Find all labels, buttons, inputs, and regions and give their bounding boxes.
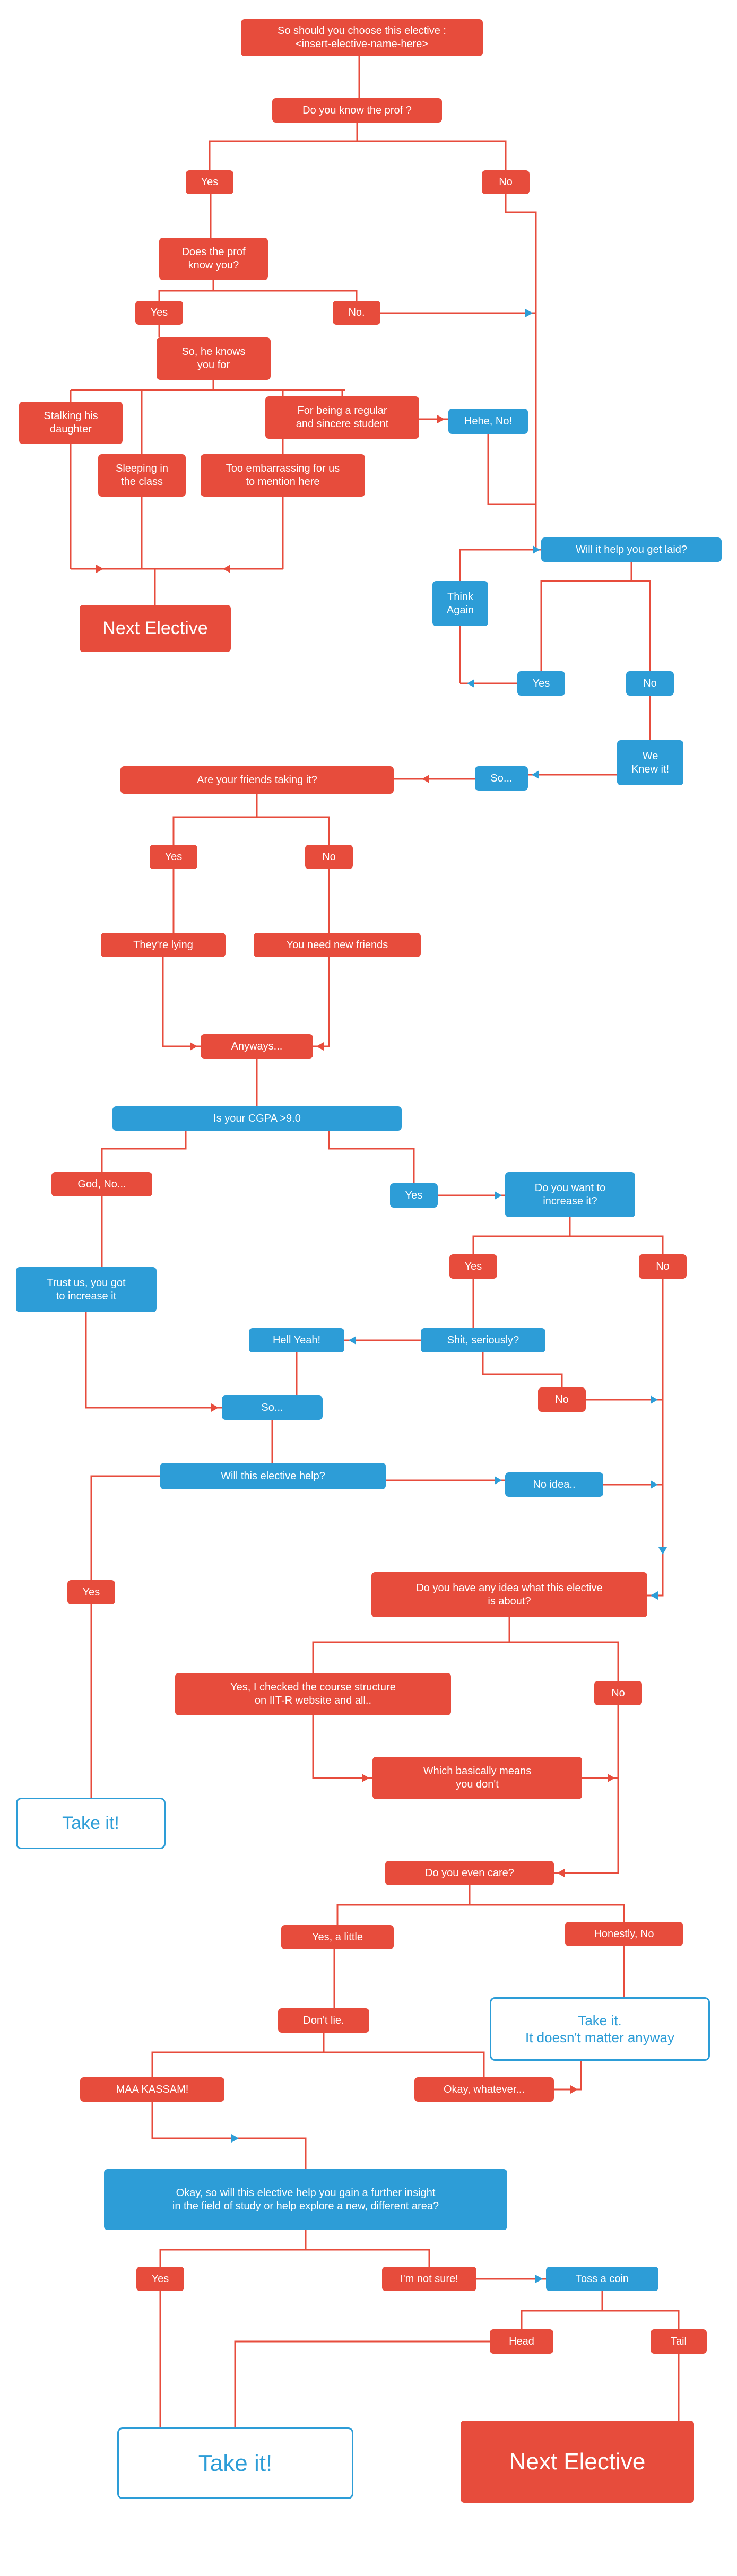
node-friends-yes: Yes bbox=[150, 845, 197, 869]
node-shit-no: No bbox=[538, 1387, 586, 1412]
node-know-prof: Do you know the prof ? bbox=[272, 98, 442, 123]
node-no-know: No bbox=[482, 170, 530, 194]
node-so-knew: So... bbox=[475, 766, 528, 791]
node-yes-know: Yes bbox=[186, 170, 233, 194]
node-increase: Do you want to increase it? bbox=[505, 1172, 635, 1217]
node-anyways: Anyways... bbox=[201, 1034, 313, 1059]
node-whatever: Okay, whatever... bbox=[414, 2077, 554, 2102]
node-cgpa: Is your CGPA >9.0 bbox=[112, 1106, 402, 1131]
node-little: Yes, a little bbox=[281, 1925, 394, 1949]
node-no-laid: No bbox=[626, 671, 674, 696]
node-take-it-2: Take it. It doesn't matter anyway bbox=[490, 1997, 710, 2061]
node-any-idea: Do you have any idea what this elective … bbox=[371, 1572, 647, 1617]
node-take-it-big: Take it! bbox=[117, 2427, 353, 2499]
node-maa-kassam: MAA KASSAM! bbox=[80, 2077, 224, 2102]
node-embarrassing: Too embarrassing for us to mention here bbox=[201, 454, 365, 497]
node-friends-no: No bbox=[305, 845, 353, 869]
node-lying: They're lying bbox=[101, 933, 226, 957]
node-cgpa-yes: Yes bbox=[390, 1183, 438, 1208]
node-trust-us: Trust us, you got to increase it bbox=[16, 1267, 157, 1312]
node-think-again: Think Again bbox=[432, 581, 488, 626]
node-care: Do you even care? bbox=[385, 1861, 554, 1885]
node-no-prof-knows: No. bbox=[333, 301, 380, 325]
node-next-elective-2: Next Elective bbox=[461, 2421, 694, 2503]
node-head: Head bbox=[490, 2329, 553, 2354]
node-inc-yes: Yes bbox=[449, 1254, 497, 1279]
node-hehe-no: Hehe, No! bbox=[448, 409, 528, 434]
node-new-friends: You need new friends bbox=[254, 933, 421, 957]
node-regular: For being a regular and sincere student bbox=[265, 396, 419, 439]
node-inc-no: No bbox=[639, 1254, 687, 1279]
node-start: So should you choose this elective : <in… bbox=[241, 19, 483, 56]
node-hell-yeah: Hell Yeah! bbox=[249, 1328, 344, 1352]
node-not-sure: I'm not sure! bbox=[382, 2267, 476, 2291]
node-god-no: God, No... bbox=[51, 1172, 152, 1196]
node-shit-seriously: Shit, seriously? bbox=[421, 1328, 545, 1352]
node-next-elective-1: Next Elective bbox=[80, 605, 231, 652]
node-checked: Yes, I checked the course structure on I… bbox=[175, 1673, 451, 1715]
node-prof-know-you: Does the prof know you? bbox=[159, 238, 268, 280]
node-basically: Which basically means you don't bbox=[372, 1757, 582, 1799]
node-we-knew: We Knew it! bbox=[617, 740, 683, 785]
node-friends: Are your friends taking it? bbox=[120, 766, 394, 794]
node-knows-you-for: So, he knows you for bbox=[157, 337, 271, 380]
node-sleeping: Sleeping in the class bbox=[98, 454, 186, 497]
node-honestly: Honestly, No bbox=[565, 1922, 683, 1946]
node-any-idea-no: No bbox=[594, 1681, 642, 1705]
node-so-2: So... bbox=[222, 1395, 323, 1420]
node-yes-laid: Yes bbox=[517, 671, 565, 696]
node-dont-lie: Don't lie. bbox=[278, 2008, 369, 2033]
node-laid: Will it help you get laid? bbox=[541, 537, 722, 562]
node-stalking: Stalking his daughter bbox=[19, 402, 123, 444]
node-will-help: Will this elective help? bbox=[160, 1463, 386, 1489]
node-take-it-1: Take it! bbox=[16, 1798, 166, 1849]
node-yes-final: Yes bbox=[136, 2267, 184, 2291]
node-no-idea: No idea.. bbox=[505, 1472, 603, 1497]
node-final-question: Okay, so will this elective help you gai… bbox=[104, 2169, 507, 2230]
flow-arrowheads bbox=[96, 309, 667, 2283]
node-yes-prof-knows: Yes bbox=[135, 301, 183, 325]
node-toss-coin: Toss a coin bbox=[546, 2267, 658, 2291]
node-will-help-yes: Yes bbox=[67, 1580, 115, 1604]
node-tail: Tail bbox=[651, 2329, 707, 2354]
